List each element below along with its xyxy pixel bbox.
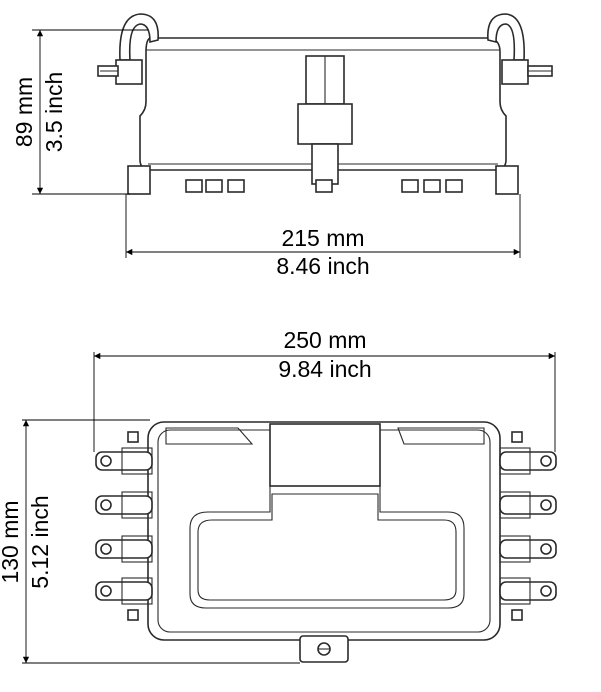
side-height-dimension: [32, 29, 148, 195]
side-view-enclosure: [97, 13, 553, 195]
top-width-mm-label: 250 mm: [283, 327, 366, 353]
side-height-mm-label: 89 mm: [11, 77, 37, 147]
left-cable-glands: [95, 431, 153, 621]
right-cable-glands: [499, 431, 557, 621]
top-view-enclosure: [147, 421, 501, 663]
top-height-mm-label: 130 mm: [0, 500, 23, 583]
side-width-dimension: [125, 194, 521, 258]
side-width-mm-label: 215 mm: [281, 225, 364, 251]
top-height-dimension: [22, 419, 300, 664]
top-width-inch-label: 9.84 inch: [278, 356, 371, 382]
side-height-inch-label: 3.5 inch: [41, 72, 67, 153]
top-height-inch-label: 5.12 inch: [27, 495, 53, 588]
side-width-inch-label: 8.46 inch: [276, 253, 369, 279]
top-width-dimension: [93, 352, 556, 452]
